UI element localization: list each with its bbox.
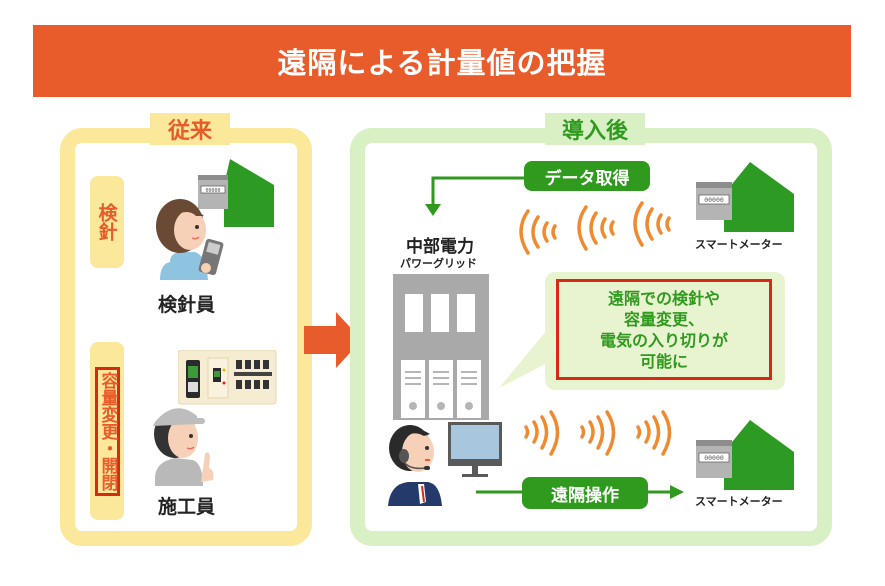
- smart-meter-label-top: スマートメーター: [695, 238, 783, 251]
- benefit-callout-text: 遠隔での検針や 容量変更、 電気の入り切りが 可能に: [556, 279, 772, 380]
- smart-meter-house-icon: 00000: [696, 162, 794, 232]
- after-label: 導入後: [545, 113, 645, 145]
- transition-arrow-icon: [304, 312, 362, 368]
- svg-text:00000: 00000: [704, 196, 724, 204]
- title-banner: 遠隔による計量値の把握: [33, 25, 851, 97]
- smart-meter-label-bottom: スマートメーター: [695, 495, 783, 508]
- server-rack-icon: [401, 360, 481, 418]
- meter-reader-person-icon: [156, 199, 224, 280]
- meter-reader-caption: 検針員: [158, 294, 216, 316]
- signal-wave-icon: [580, 410, 616, 456]
- signal-wave-icon: [636, 410, 672, 456]
- smart-meter-icon: 00000: [696, 182, 732, 220]
- benefit-callout: [545, 272, 785, 390]
- worker-caption: 施工員: [158, 496, 216, 518]
- outgoing-signal-waves: [524, 410, 672, 456]
- smart-meter-icon: 00000: [696, 440, 732, 478]
- monitor-icon: [448, 422, 502, 477]
- svg-text:00000: 00000: [704, 454, 724, 462]
- meter-reading-tag: 検針: [90, 176, 124, 268]
- signal-wave-icon: [524, 410, 560, 456]
- company-name: 中部電力: [406, 237, 474, 257]
- electric-meter-icon: 00000: [198, 175, 228, 209]
- signal-wave-icon: [577, 205, 615, 251]
- data-flow-arrow-icon: [425, 176, 533, 216]
- capacity-change-tag: 容量変更・開閉: [90, 342, 124, 520]
- signal-wave-icon: [633, 201, 671, 247]
- worker-person-icon: [153, 408, 214, 486]
- signal-wave-icon: [519, 209, 557, 255]
- data-acquisition-button: データ取得: [524, 161, 650, 191]
- operator-person-icon: [388, 422, 502, 506]
- incoming-signal-waves: [519, 201, 671, 255]
- remote-operation-button: 遠隔操作: [522, 477, 648, 509]
- server-building-icon: [393, 274, 489, 420]
- house-meter-icon: 00000: [198, 159, 274, 227]
- distribution-board-icon: [178, 350, 277, 405]
- house-icon: [224, 159, 274, 227]
- smart-meter-house-icon: 00000: [696, 420, 794, 490]
- company-subname: パワーグリッド: [400, 257, 477, 270]
- before-label: 従来: [150, 113, 230, 145]
- page-title: 遠隔による計量値の把握: [277, 46, 607, 80]
- callout-pointer: [499, 330, 553, 388]
- headset-icon: [399, 449, 430, 470]
- svg-text:00000: 00000: [205, 188, 220, 194]
